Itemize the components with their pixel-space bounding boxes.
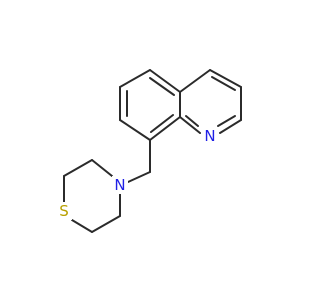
atom-label-n: N (204, 127, 215, 145)
bond-c6-c5 (91, 215, 121, 233)
bond-c2-n1-inner (217, 115, 236, 127)
thiomorpholine-nitrogen: N (112, 176, 128, 194)
bond-s1-c6 (71, 219, 93, 233)
bond-c2-n1 (219, 119, 242, 134)
atom-label-n: N (114, 176, 125, 194)
bond-n1-c8a-inner (185, 115, 199, 127)
bond-c4-c3 (209, 69, 242, 88)
bond-c8-c8a (149, 116, 181, 141)
label-background (202, 127, 218, 145)
bond-c4-c3-inner (211, 76, 236, 91)
label-background (112, 176, 128, 194)
quinoline-nitrogen: N (202, 127, 218, 145)
bond-c3-c2 (63, 159, 93, 177)
bond-n4-c3 (91, 159, 113, 177)
bonds (63, 69, 242, 233)
thiomorpholine-sulfur: S (56, 202, 72, 220)
bond-c4a-c5 (149, 69, 181, 93)
bond-c5-c6 (119, 69, 151, 88)
bond-c7-c8 (119, 119, 151, 141)
atom-label-s: S (59, 202, 69, 220)
bond-n1-c8a (179, 116, 201, 134)
label-background (56, 202, 72, 220)
structure-diagram: N N S (56, 69, 242, 233)
atom-labels: N N S (56, 127, 218, 220)
bond-c4a-c4 (179, 69, 211, 93)
bond-c4a-c5-inner (149, 77, 175, 96)
bond-c8-c8a-inner (150, 114, 174, 133)
bond-ch2-n4 (127, 171, 151, 183)
